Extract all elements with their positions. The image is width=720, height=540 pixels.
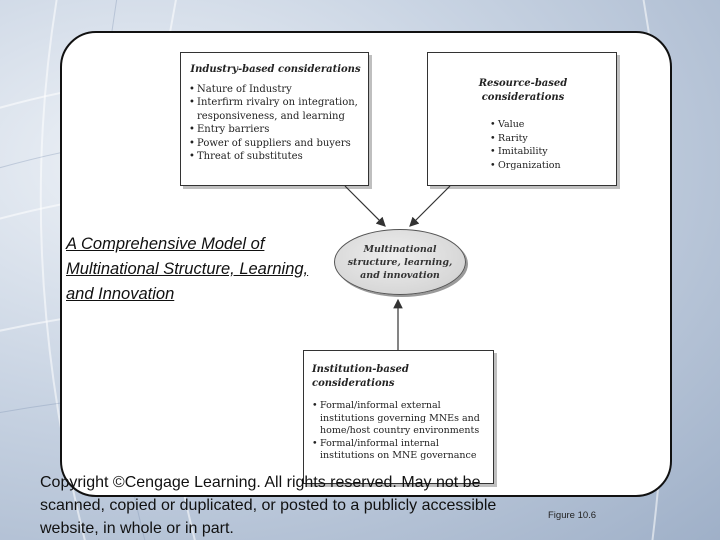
center-node-label: Multinational structure, learning, and i… [347,243,453,281]
resource-box-heading: Resource-based considerations [478,78,568,103]
industry-considerations-box: Industry-based considerations Nature of … [180,52,369,186]
institution-items-list: Formal/informal external institutions go… [312,400,487,463]
industry-item: Interfirm rivalry on integration, respon… [189,96,362,123]
institution-item: Formal/informal external institutions go… [312,400,487,438]
institution-considerations-box: Institution-based considerations Formal/… [303,350,494,484]
industry-box-heading: Industry-based considerations [190,64,361,75]
resource-item: Imitability [490,145,610,159]
industry-item: Threat of substitutes [189,150,362,164]
copyright-notice: Copyright ©Cengage Learning. All rights … [40,474,497,537]
figure-label: Figure 10.6 [548,510,597,521]
industry-item: Entry barriers [189,123,362,137]
industry-items-list: Nature of Industry Interfirm rivalry on … [189,83,362,164]
resource-item: Value [490,118,610,132]
institution-item: Formal/informal internal institutions on… [312,438,487,463]
resource-considerations-box: Resource-based considerations Value Rari… [427,52,617,186]
industry-item: Power of suppliers and buyers [189,137,362,151]
resource-items-list: Value Rarity Imitability Organization [490,118,610,172]
slide-title-link[interactable]: A Comprehensive Model of Multinational S… [66,235,309,303]
multinational-structure-node: Multinational structure, learning, and i… [334,229,466,295]
resource-item: Organization [490,159,610,173]
industry-item: Nature of Industry [189,83,362,97]
institution-box-heading: Institution-based considerations [312,364,409,389]
resource-item: Rarity [490,132,610,146]
